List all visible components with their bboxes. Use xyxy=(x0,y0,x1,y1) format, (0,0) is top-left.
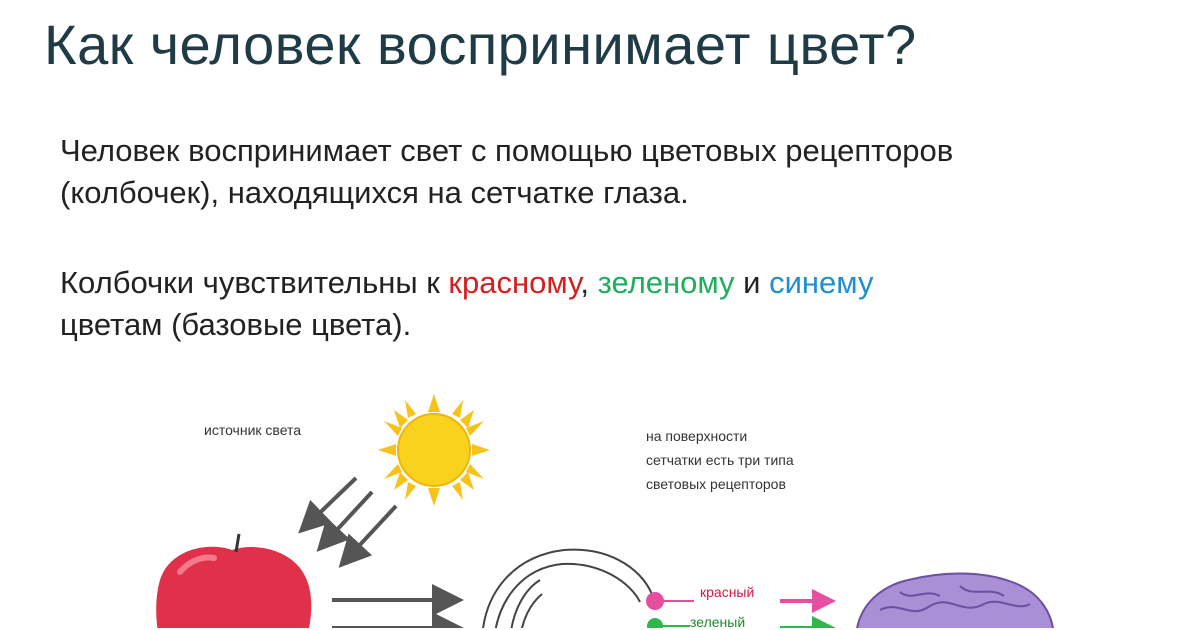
color-word-blue: синему xyxy=(769,265,874,300)
paragraph-receptors-line2: (колбочек), находящихся на сетчатке глаз… xyxy=(60,175,689,210)
channel-red-label: красный xyxy=(700,584,755,600)
color-word-green: зеленому xyxy=(597,265,735,300)
cones-sep2: и xyxy=(734,265,770,300)
incident-light-arrows xyxy=(298,476,398,568)
receptors-caption-line3: световых рецепторов xyxy=(646,476,786,492)
cones-prefix: Колбочки чувствительны к xyxy=(60,265,449,300)
receptor-channels xyxy=(646,589,836,628)
cones-sep1: , xyxy=(580,265,598,300)
receptors-caption-line2: сетчатки есть три типа xyxy=(646,452,794,468)
brain-icon xyxy=(856,572,1054,628)
receptors-caption-line1: на поверхности xyxy=(646,428,748,444)
color-word-red: красному xyxy=(448,265,581,300)
light-source-caption: источник света xyxy=(204,422,302,438)
channel-green-label: зеленый xyxy=(690,614,746,630)
eye-icon xyxy=(482,548,655,628)
apple-icon xyxy=(156,533,312,628)
receptors-caption: на поверхности сетчатки есть три типа св… xyxy=(646,424,794,496)
paragraph-cones: Колбочки чувствительны к красному, зелен… xyxy=(60,262,1140,346)
reflected-light-arrows xyxy=(332,584,464,628)
sun-icon xyxy=(378,394,490,506)
paragraph-receptors: Человек воспринимает свет с помощью цвет… xyxy=(60,130,1140,214)
paragraph-receptors-line1: Человек воспринимает свет с помощью цвет… xyxy=(60,133,954,168)
page-title: Как человек воспринимает цвет? xyxy=(44,13,917,76)
cones-line2: цветам (базовые цвета). xyxy=(60,307,412,342)
